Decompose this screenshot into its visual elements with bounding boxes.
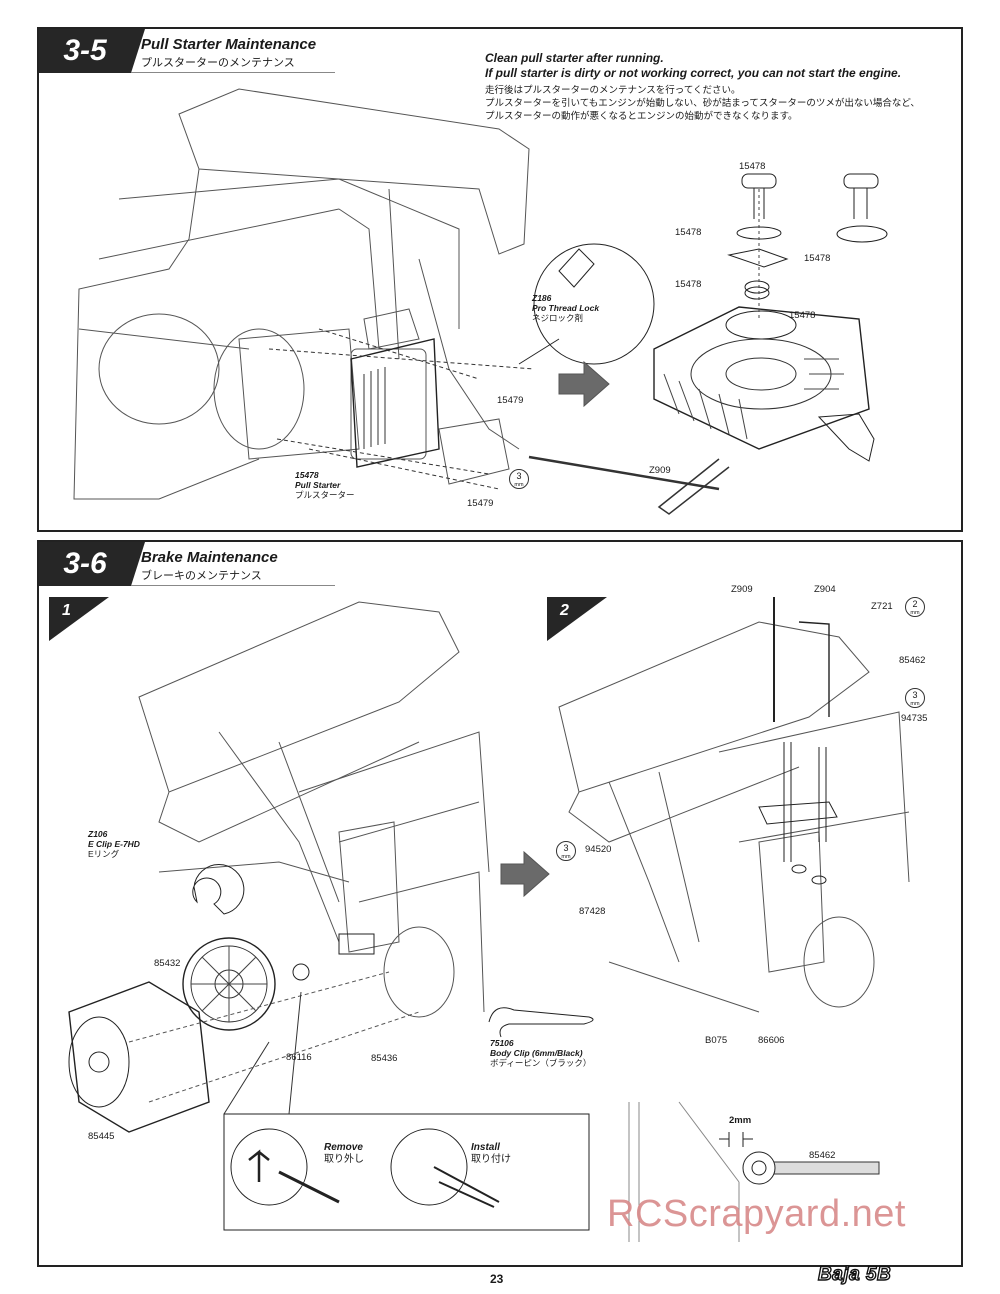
- part-label-z909: Z909: [731, 584, 753, 595]
- gap-dimension: 2mm: [729, 1115, 752, 1126]
- thread-lock-code: Z186: [532, 293, 552, 303]
- eclip-label: Z106 E Clip E-7HD Eリング: [88, 829, 140, 859]
- thread-lock-jp: ネジロック剤: [532, 313, 584, 323]
- bodyclip-jp: ボディーピン（ブラック）: [490, 1058, 592, 1068]
- install-en: Install: [471, 1142, 500, 1153]
- part-label-15479-b: 15479: [467, 498, 494, 509]
- part-label-15478-c: 15478: [804, 253, 831, 264]
- part-label-85462-detail: 85462: [809, 1150, 836, 1161]
- section-subtitle-jp: プルスターターのメンテナンス: [141, 57, 295, 69]
- part-label-94735: 94735: [901, 713, 928, 724]
- part-label-94520: 94520: [585, 844, 612, 855]
- notice-jp-2: プルスターターを引いてもエンジンが始動しない、砂が詰まってスターターのツメが出な…: [485, 98, 920, 109]
- eclip-name: E Clip E-7HD: [88, 839, 140, 849]
- section-title: Pull Starter Maintenance: [141, 36, 317, 53]
- eclip-jp: Eリング: [88, 849, 120, 859]
- brand-logo: Baja 5B: [817, 1263, 892, 1285]
- section-pull-starter: 3-5 Pull Starter Maintenance プルスターターのメンテ…: [37, 27, 963, 532]
- part-label-15478-e: 15478: [789, 310, 816, 321]
- remove-label: Remove 取り外し: [324, 1142, 364, 1166]
- part-label-b075: B075: [705, 1035, 728, 1046]
- part-label-z904: Z904: [814, 584, 836, 595]
- section-title: Brake Maintenance: [141, 549, 278, 566]
- bodyclip-label: 75106 Body Clip (6mm/Black) ボディーピン（ブラック）: [490, 1038, 591, 1068]
- section-header: 3-5 Pull Starter Maintenance プルスターターのメンテ…: [39, 29, 335, 73]
- thread-lock-name: Pro Thread Lock: [532, 303, 600, 313]
- header-rule: [131, 585, 335, 586]
- pull-starter-jp: プルスターター: [295, 490, 355, 500]
- bodyclip-name: Body Clip (6mm/Black): [490, 1048, 583, 1058]
- section-badge: 3-5: [39, 29, 145, 73]
- part-label-87428: 87428: [579, 906, 606, 917]
- part-label-15478-b: 15478: [675, 227, 702, 238]
- part-label-86116: 86116: [286, 1052, 312, 1063]
- thread-lock-label: Z186 Pro Thread Lock ネジロック剤: [532, 293, 599, 323]
- part-label-15479-a: 15479: [497, 395, 524, 406]
- page-number: 23: [490, 1272, 504, 1286]
- part-label-85445: 85445: [88, 1131, 115, 1142]
- header-rule: [131, 72, 335, 73]
- section-badge: 3-6: [39, 542, 145, 586]
- notice-en-2: If pull starter is dirty or not working …: [485, 66, 902, 80]
- brake-illustration: [68, 597, 910, 1242]
- notice-jp-1: 走行後はプルスターターのメンテナンスを行ってください。: [485, 85, 741, 96]
- part-label-85436: 85436: [371, 1053, 398, 1064]
- part-label-86606: 86606: [758, 1035, 785, 1046]
- install-jp: 取り付け: [471, 1154, 511, 1165]
- watermark: RCScrapyard.net: [607, 1193, 906, 1235]
- pull-starter-name: Pull Starter: [295, 480, 341, 490]
- part-label-15478-d: 15478: [675, 279, 702, 290]
- bodyclip-code: 75106: [490, 1038, 514, 1048]
- notice-en-1: Clean pull starter after running.: [485, 51, 664, 65]
- hex-tool-label: Z909: [649, 465, 671, 476]
- section-header: 3-6 Brake Maintenance ブレーキのメンテナンス: [39, 542, 335, 586]
- remove-jp: 取り外し: [324, 1154, 364, 1165]
- pull-starter-illustration: [73, 88, 888, 515]
- pull-starter-label: 15478 Pull Starter プルスターター: [295, 470, 355, 500]
- notice-jp-3: プルスターターの動作が悪くなるとエンジンの始動ができなくなります。: [485, 111, 798, 122]
- section-brake: 3-6 Brake Maintenance ブレーキのメンテナンス 1 2 Z1…: [37, 540, 963, 1267]
- section-subtitle-jp: ブレーキのメンテナンス: [141, 570, 262, 582]
- maintenance-notice: Clean pull starter after running. If pul…: [485, 51, 955, 123]
- part-label-85462: 85462: [899, 655, 926, 666]
- part-label-z721: Z721: [871, 601, 893, 612]
- part-label-85432: 85432: [154, 958, 181, 969]
- remove-en: Remove: [324, 1142, 363, 1153]
- install-label: Install 取り付け: [471, 1142, 511, 1166]
- pull-starter-code: 15478: [295, 470, 319, 480]
- eclip-code: Z106: [88, 829, 108, 839]
- part-label-15478-a: 15478: [739, 161, 766, 172]
